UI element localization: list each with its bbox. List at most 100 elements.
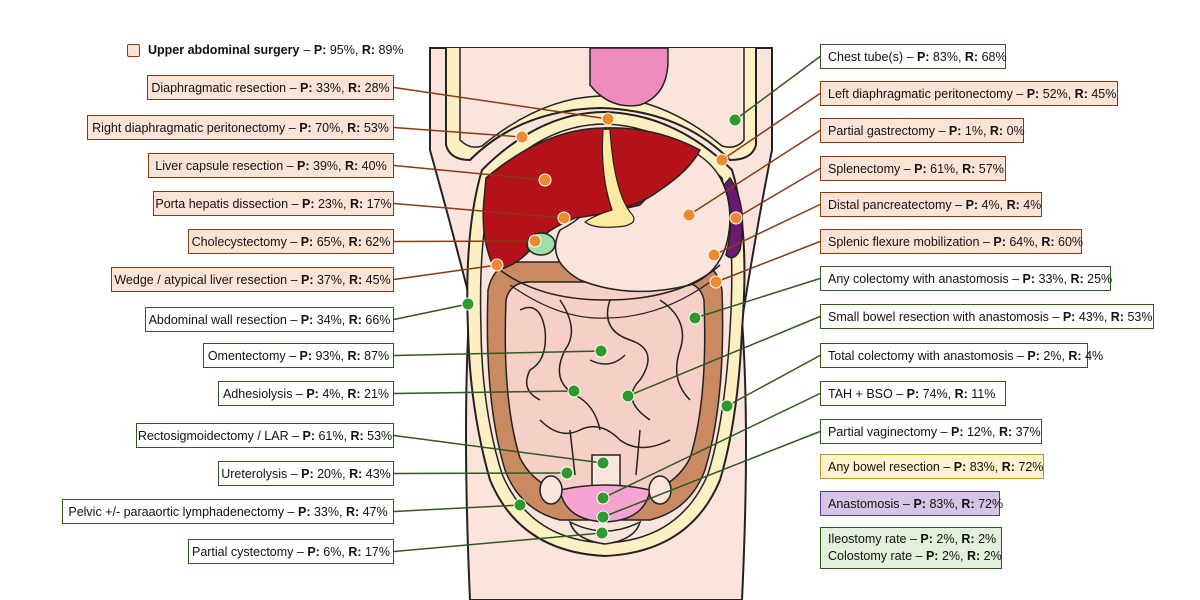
p-label: P:: [1022, 271, 1039, 286]
left-label-7: Omentectomy – P: 93%, R: 87%: [203, 343, 394, 368]
left-label-5: Wedge / atypical liver resection – P: 37…: [111, 267, 394, 292]
legend-title: Upper abdominal surgery: [148, 43, 300, 57]
procedure-name: TAH + BSO –: [828, 386, 907, 401]
r-value: 57%: [978, 161, 1004, 176]
r-value: 68%: [981, 49, 1007, 64]
legend: Upper abdominal surgery – P: 95%, R: 89%: [127, 41, 404, 59]
marker-left-10: [560, 466, 574, 480]
r-label: R:: [348, 312, 366, 327]
r-value: 17%: [364, 544, 391, 559]
r-value: 17%: [366, 196, 392, 211]
procedure-name: Ureterolysis –: [221, 466, 302, 481]
leader-left-3: [393, 202, 565, 219]
p-label: P:: [306, 386, 323, 401]
r-value: 62%: [365, 234, 391, 249]
p-label: P:: [950, 424, 967, 439]
marker-left-12: [595, 526, 609, 540]
marker-left-0: [601, 112, 615, 126]
r-value: 60%: [1058, 234, 1084, 249]
right-label-4: Distal pancreatectomy – P: 4%, R: 4%: [820, 192, 1042, 217]
p-label: P:: [993, 234, 1010, 249]
r-value: 53%: [363, 120, 389, 135]
right-ovary: [648, 475, 672, 505]
p-value: 33%,: [313, 504, 346, 519]
r-value: 72%: [1018, 459, 1044, 474]
p-value: 33%,: [316, 80, 348, 95]
p-label: P:: [300, 312, 317, 327]
left-ovary: [539, 475, 563, 505]
procedure-name: Cholecystectomy –: [191, 234, 301, 249]
leader-right-5: [715, 240, 821, 283]
r-label: R:: [1070, 271, 1088, 286]
procedure-name: Partial cystectomy –: [191, 544, 308, 559]
r-label: R:: [349, 196, 367, 211]
leader-left-9: [393, 434, 604, 464]
r-value: 37%: [1015, 424, 1041, 439]
marker-left-9: [596, 456, 610, 470]
leader-left-10: [393, 472, 568, 475]
r-label: R:: [964, 49, 982, 64]
procedure-name: Adhesiolysis –: [222, 386, 307, 401]
r-label: R:: [345, 158, 362, 173]
p-label: P:: [302, 428, 319, 443]
r-label: R:: [962, 161, 979, 176]
r-label: R:: [349, 466, 366, 481]
right-label-5: Splenic flexure mobilization – P: 64%, R…: [820, 229, 1084, 254]
r-label: R:: [961, 496, 979, 511]
leader-right-4: [713, 203, 821, 256]
r-label: R:: [1110, 309, 1128, 324]
leader-left-6: [393, 303, 469, 321]
left-label-4: Cholecystectomy – P: 65%, R: 62%: [188, 229, 394, 254]
p-value: 61%,: [318, 428, 351, 443]
pelvic-organs: [539, 429, 672, 545]
left-label-0: Diaphragmatic resection – P: 33%, R: 28%: [147, 75, 394, 100]
p-label: P:: [300, 80, 316, 95]
p-value: 74%,: [922, 386, 955, 401]
p-label: P:: [965, 197, 982, 212]
r-value: 87%: [364, 348, 390, 363]
leader-left-5: [393, 264, 498, 281]
small-bowel-loops: [519, 299, 691, 449]
p-label: P:: [913, 496, 930, 511]
procedure-name: Partial gastrectomy –: [828, 123, 949, 138]
right-label-3: Splenectomy – P: 61%, R: 57%: [820, 156, 1006, 181]
r-value: 25%: [1087, 271, 1113, 286]
p-label: P:: [916, 49, 933, 64]
p-value: 39%,: [313, 158, 345, 173]
p-value: 12%,: [966, 424, 999, 439]
marker-left-1: [515, 130, 529, 144]
marker-right-8: [720, 399, 734, 413]
falciform-ligament: [583, 129, 635, 228]
p-value: 4%,: [322, 386, 348, 401]
p-label: P:: [1062, 309, 1079, 324]
p-value: 37%,: [317, 272, 349, 287]
procedure-name: Any colectomy with anastomosis –: [828, 271, 1023, 286]
marker-left-4: [528, 234, 542, 248]
marker-left-5: [490, 258, 504, 272]
leader-left-8: [393, 390, 575, 395]
procedure-name: Pelvic +/- paraaortic lymphadenectomy –: [68, 504, 298, 519]
procedure-name: Liver capsule resection –: [155, 158, 298, 173]
leader-right-9: [602, 392, 821, 499]
p-value: 61%,: [930, 161, 963, 176]
marker-right-6: [688, 311, 702, 325]
r-label: R:: [998, 424, 1016, 439]
p-label: P:: [906, 386, 923, 401]
procedure-name: Splenic flexure mobilization –: [828, 234, 994, 249]
right-label-2: Partial gastrectomy – P: 1%, R: 0%: [820, 118, 1025, 143]
marker-left-7: [594, 344, 608, 358]
stoma-row-1: Colostomy rate – P: 2%, R: 2%: [828, 549, 1002, 563]
ureters: [569, 429, 641, 476]
r-label: R:: [1001, 459, 1019, 474]
r-label: R:: [348, 544, 365, 559]
omentum-edge: [509, 281, 711, 319]
r-value: 53%: [1127, 309, 1153, 324]
r-value: 4%: [1085, 348, 1104, 363]
r-value: 43%: [365, 466, 391, 481]
p-value: 4%,: [981, 197, 1007, 212]
left-label-10: Ureterolysis – P: 20%, R: 43%: [218, 461, 394, 486]
p-label: P:: [301, 272, 317, 287]
procedure-name: Anastomosis –: [828, 496, 914, 511]
leader-right-8: [726, 354, 821, 407]
